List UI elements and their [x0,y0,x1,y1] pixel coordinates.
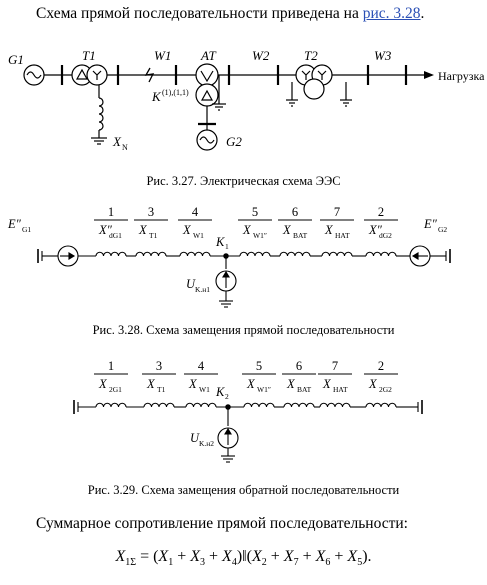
sum-formula: X1Σ = (X1 + X3 + X4)‖(X2 + X7 + X6 + X5)… [115,548,372,569]
inductor-7-icon [365,251,397,257]
intro-paragraph: Схема прямой последовательности приведен… [36,5,425,22]
element-reactance-sub-3: W1 [193,231,204,240]
element-number-5: 6 [292,205,298,219]
transformer-t2-icon [295,64,333,100]
inductor-4-icon [243,402,275,408]
label-w1: W1 [154,48,171,63]
label-k2: K [215,385,225,399]
label-k1: K [215,235,225,249]
inductor-1-icon [95,402,127,408]
label-k1-sub: 1 [225,242,229,251]
element-number-7: 2 [378,205,384,219]
element-reactance-7: X″ [368,223,383,237]
inductor-5-icon [283,402,315,408]
figure-caption-29: Рис. 3.29. Схема замещения обратной посл… [87,483,400,497]
inductor-1-icon [95,251,127,257]
label-t1: T1 [82,48,96,63]
label-at: AT [200,48,216,63]
element-reactance-sub-7: dG2 [379,231,392,240]
element-number-3: 4 [198,360,205,373]
element-number-4: 5 [252,205,258,219]
label-t2: T2 [304,48,318,63]
label-u1: U [186,277,196,291]
label-fault-sup: (1),(1,1) [162,88,189,97]
label-w3: W3 [374,48,392,63]
element-reactance-sub-5: BAT [293,231,308,240]
element-reactance-5: X [286,377,296,391]
label-xn: X [112,134,122,149]
inductor-3-icon [179,251,211,257]
label-u2-sub: K.н2 [199,439,214,448]
element-reactance-6: X [322,377,332,391]
element-reactance-sub-2: T1 [157,385,166,394]
element-number-2: 3 [148,205,154,219]
element-number-5: 6 [296,360,302,373]
figure-caption-28: Рис. 3.28. Схема замещения прямой послед… [92,323,395,337]
element-number-6: 7 [334,205,340,219]
label-e-g2: E″ [423,217,438,231]
inductor-2-icon [135,251,167,257]
label-u2: U [190,431,200,445]
element-reactance-sub-6: HAT [335,231,350,240]
label-xn-sub: N [122,143,128,152]
element-reactance-4: X [242,223,252,237]
element-reactance-4: X [246,377,256,391]
inductor-6-icon [321,251,353,257]
label-g2: G2 [226,134,242,149]
element-reactance-1: X [98,377,108,391]
element-reactance-3: X [188,377,198,391]
element-reactance-7: X [368,377,378,391]
label-w2: W2 [252,48,270,63]
label-e-g2-sub: G2 [438,225,447,234]
element-reactance-6: X [324,223,334,237]
figure-link[interactable]: рис. 3.28 [362,5,421,22]
element-reactance-sub-7: 2G2 [379,385,392,394]
element-reactance-sub-5: BAT [297,385,312,394]
element-reactance-sub-2: T1 [149,231,158,240]
power-system-diagram: G1 T1 W1 AT W2 T2 W3 K X G2 (1),(1,1) N … [8,48,485,152]
inductor-7-icon [365,402,397,408]
element-reactance-sub-3: W1 [199,385,210,394]
reactor-xn-icon [98,97,104,131]
transformer-t1-icon [71,64,108,86]
label-g1: G1 [8,52,24,67]
element-number-4: 5 [256,360,262,373]
element-number-7: 2 [378,360,384,373]
inductor-3-icon [185,402,217,408]
inductor-6-icon [319,402,351,408]
element-reactance-sub-4: W1″ [257,385,271,394]
summary-paragraph: Суммарное сопротивление прямой последова… [36,515,408,532]
autotransformer-at-icon [195,63,219,107]
label-load: Нагрузка [438,69,485,83]
figure-caption-27: Рис. 3.27. Электрическая схема ЭЭС [146,174,341,188]
element-number-1: 1 [108,205,114,219]
element-reactance-sub-1: dG1 [109,231,122,240]
element-reactance-5: X [282,223,292,237]
element-number-2: 3 [156,360,162,373]
label-e-g1: E″ [7,217,22,231]
element-reactance-2: X [138,223,148,237]
element-number-1: 1 [108,360,114,373]
inductor-4-icon [239,251,271,257]
element-reactance-sub-1: 2G1 [109,385,122,394]
label-e-g1-sub: G1 [22,225,31,234]
element-reactance-1: X″ [98,223,113,237]
element-number-6: 7 [332,360,338,373]
label-fault: K [151,89,162,104]
inductor-2-icon [143,402,175,408]
element-number-3: 4 [192,205,199,219]
element-reactance-3: X [182,223,192,237]
fault-k-icon [144,67,155,83]
label-u1-sub: K.н1 [195,285,210,294]
inductor-5-icon [279,251,311,257]
label-k2-sub: 2 [225,392,229,401]
element-reactance-sub-6: HAT [333,385,348,394]
arrow-right-icon [424,71,434,79]
element-reactance-2: X [146,377,156,391]
element-reactance-sub-4: W1″ [253,231,267,240]
